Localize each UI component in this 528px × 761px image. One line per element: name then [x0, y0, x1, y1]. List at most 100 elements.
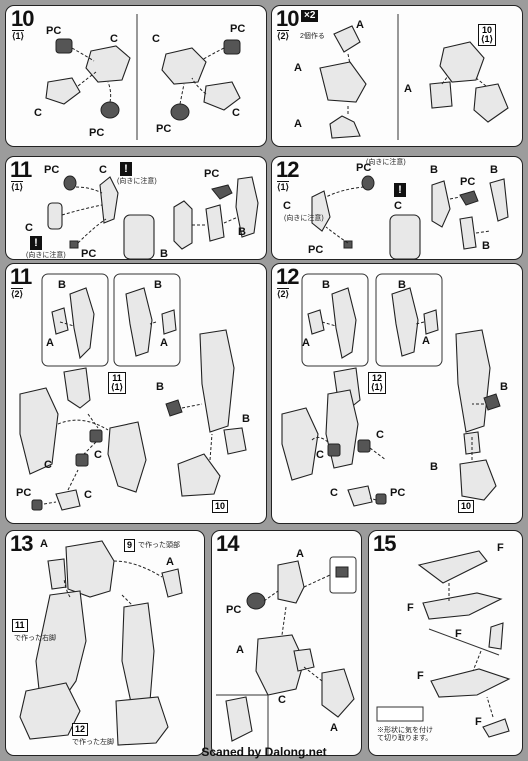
part-label: B — [482, 240, 490, 252]
step-number: 12 — [276, 264, 300, 289]
part-label: C — [99, 164, 107, 176]
part-label: C — [94, 449, 102, 461]
step-12-1-illustration — [311, 175, 509, 259]
right-leg-note: で作った右脚 — [14, 635, 56, 642]
step-number: 10 — [276, 6, 300, 31]
step-substep: ⟨1⟩ — [12, 30, 25, 41]
part-label: F — [407, 602, 414, 614]
part-label: B — [430, 461, 438, 473]
step-substep: ⟨1⟩ — [277, 181, 290, 192]
part-label: B — [58, 279, 66, 291]
step-number: 10 — [11, 6, 35, 31]
part-label: C — [25, 222, 33, 234]
orientation-note: (向きに注意) — [284, 215, 324, 222]
step-number: 14 — [216, 531, 240, 556]
reference-box: 10 — [458, 500, 475, 513]
part-label: PC — [308, 244, 324, 256]
step-number: 15 — [373, 531, 397, 556]
reference-box: 12 — [72, 723, 89, 736]
part-label: A — [294, 118, 302, 130]
part-label: B — [500, 381, 508, 393]
head-note: で作った頭部 — [138, 542, 180, 549]
part-label: A — [236, 644, 244, 656]
step-number: 13 — [10, 531, 34, 556]
part-label: C — [394, 200, 402, 212]
step-substep: ⟨2⟩ — [11, 288, 24, 299]
multiplier-badge: ×2 — [301, 10, 319, 22]
left-leg-note: で作った左脚 — [72, 739, 114, 746]
caution-icon: ! — [30, 236, 42, 250]
part-label: B — [398, 279, 406, 291]
part-label: C — [34, 107, 42, 119]
part-label: A — [422, 335, 430, 347]
part-label: B — [160, 248, 168, 260]
part-label: A — [302, 337, 310, 349]
part-label: A — [46, 337, 54, 349]
part-label: F — [455, 628, 462, 640]
part-label: C — [44, 459, 52, 471]
part-label: C — [84, 489, 92, 501]
step-15-illustration — [376, 550, 511, 738]
part-label: A — [160, 337, 168, 349]
step-substep: ⟨2⟩ — [277, 30, 290, 41]
step-10-1-panel: 10 ⟨1⟩ PC C C PC C PC C PC — [5, 5, 267, 147]
step-number: 11 — [10, 264, 32, 289]
step-15-panel: 15 F F F F F ※形状に気を付けて切り取ります。 — [368, 530, 523, 756]
part-label: A — [404, 83, 412, 95]
part-label: C — [152, 33, 160, 45]
part-label: PC — [81, 248, 97, 260]
part-label: PC — [226, 604, 242, 616]
part-label: B — [156, 381, 164, 393]
step-14-illustration — [216, 556, 357, 755]
part-label: PC — [16, 487, 32, 499]
part-label: PC — [89, 127, 105, 139]
step-11-1-illustration — [47, 175, 259, 259]
reference-box: 10 — [212, 500, 229, 513]
step-12-2-panel: 12 ⟨2⟩ B B A A 12⟨1⟩ B B C C C PC 10 — [271, 263, 523, 524]
part-label: C — [278, 694, 286, 706]
step-11-2-illustration — [19, 273, 247, 511]
part-label: A — [356, 19, 364, 31]
step-10-2-illustration — [319, 14, 509, 140]
part-label: B — [430, 164, 438, 176]
part-label: PC — [44, 164, 60, 176]
reference-box: 12⟨1⟩ — [368, 372, 387, 394]
step-12-1-panel: 12 ⟨1⟩ PC B C ! (向きに注意) PC C B B (向きに注意)… — [271, 156, 523, 260]
step-11-1-panel: 11 ⟨1⟩ PC C ! (向きに注意) PC C ! (向きに注意) B B… — [5, 156, 267, 260]
part-label: C — [376, 429, 384, 441]
part-label: A — [40, 538, 48, 550]
part-label: B — [242, 413, 250, 425]
part-label: C — [110, 33, 118, 45]
part-label: F — [475, 716, 482, 728]
step-13-panel: 13 A 9 で作った頭部 A 11 で作った右脚 12 で作った左脚 — [5, 530, 205, 756]
part-label: C — [283, 200, 291, 212]
part-label: PC — [204, 168, 220, 180]
part-label: PC — [230, 23, 246, 35]
part-label: PC — [156, 123, 172, 135]
step-number: 11 — [10, 157, 32, 182]
part-label: B — [490, 164, 498, 176]
step-substep: ⟨1⟩ — [11, 181, 24, 192]
part-label: A — [166, 556, 174, 568]
part-label: C — [330, 487, 338, 499]
part-label: A — [296, 548, 304, 560]
part-label: A — [330, 722, 338, 734]
part-label: F — [417, 670, 424, 682]
part-label: C — [316, 449, 324, 461]
part-label: PC — [356, 162, 372, 174]
part-label: B — [154, 279, 162, 291]
part-label: PC — [390, 487, 406, 499]
step-10-1-illustration — [45, 14, 241, 140]
part-label: B — [322, 279, 330, 291]
step-13-illustration — [19, 540, 183, 746]
orientation-note: (向きに注意) — [117, 178, 157, 185]
reference-box: 9 — [124, 539, 136, 552]
step-number: 12 — [276, 157, 300, 182]
part-label: A — [294, 62, 302, 74]
orientation-note: (向きに注意) — [26, 252, 66, 259]
part-label: C — [232, 107, 240, 119]
cutting-warning: ※形状に気を付けて切り取ります。 — [377, 727, 433, 742]
scan-credit: Scaned by Dalong.net — [201, 745, 327, 759]
part-label: PC — [460, 176, 476, 188]
part-label: F — [497, 542, 504, 554]
